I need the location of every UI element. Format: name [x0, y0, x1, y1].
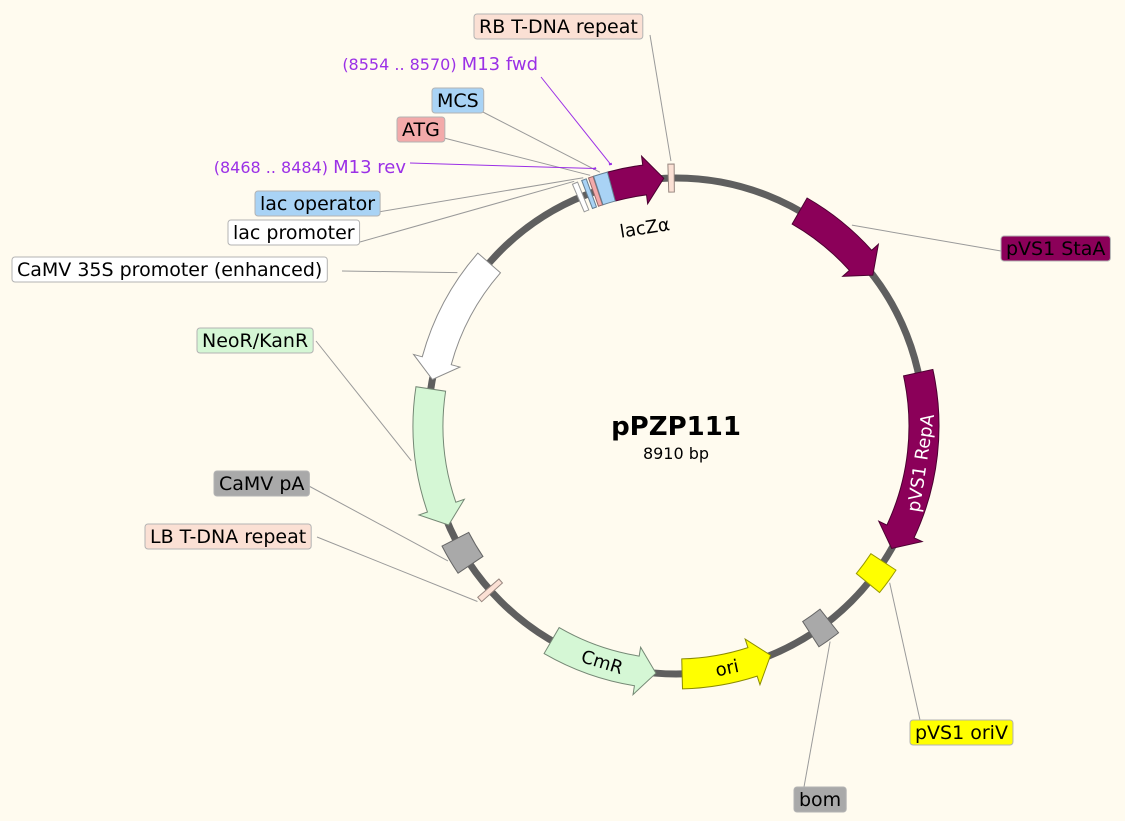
- camv35s-arrow: [412, 252, 502, 381]
- atg-leader: [443, 137, 591, 176]
- rbrepeat-box: [667, 163, 675, 193]
- rbrepeat-leader: [649, 34, 672, 162]
- neor-arrow: [412, 386, 466, 526]
- bom-label-text: bom: [799, 789, 841, 811]
- lacpromoter-box: [571, 181, 590, 213]
- camv35s-label-text: CaMV 35S promoter (enhanced): [17, 259, 322, 281]
- m13rev-primer-mark: [592, 167, 597, 170]
- neor-label: NeoR/KanR: [196, 327, 314, 354]
- lbrepeat-box: [477, 578, 504, 603]
- stata-leader: [851, 224, 1002, 252]
- oriv-label: pVS1 oriV: [909, 719, 1014, 746]
- mcs-leader: [478, 109, 601, 173]
- m13fwd-primer-range: (8554 .. 8570): [342, 55, 461, 74]
- ori-arrow: [681, 637, 772, 690]
- ori-inline-label: ori: [714, 656, 741, 681]
- repa-arrow: [877, 368, 940, 550]
- neor-leader: [315, 340, 412, 462]
- bom-box: [801, 608, 840, 648]
- lbrepeat-leader: [316, 536, 478, 602]
- mcs-box: [592, 171, 616, 206]
- mcs-label-text: MCS: [437, 90, 479, 112]
- atg-label-text: ATG: [402, 119, 440, 141]
- lacoperator-label-box: [254, 190, 381, 217]
- m13fwd-primer-leader: [540, 76, 611, 165]
- atg-label-box: [396, 116, 446, 143]
- leader-lines: [306, 34, 1002, 788]
- camv35s-leader: [341, 270, 458, 274]
- lacoperator-box: [581, 178, 598, 210]
- plasmid-size: 8910 bp: [643, 444, 709, 463]
- camvpa-label-box: [213, 470, 310, 497]
- cmr-arrow: [543, 626, 657, 696]
- camvpa-box: [441, 531, 484, 574]
- stata-label: pVS1 StaA: [1000, 235, 1111, 262]
- camvpa-label-text: CaMV pA: [219, 473, 304, 495]
- lacpromoter-label-box: [227, 219, 361, 246]
- stata-label-box: [1000, 235, 1111, 262]
- lacoperator-label: lac operator: [254, 190, 381, 217]
- camvpa-leader: [306, 484, 449, 562]
- feature-callout-labels: pVS1 StaA pVS1 oriV bom LB T-DNA repeat CaMV…: [11, 13, 1111, 813]
- rbrepeat-label-text: RB T-DNA repeat: [479, 16, 638, 38]
- camv35s-label-box: [11, 256, 328, 283]
- lacz-inline-label: lacZα: [618, 214, 671, 243]
- lacz-arrow: [606, 154, 665, 206]
- bom-leader: [803, 641, 831, 788]
- m13fwd-primer-label: (8554 .. 8570) M13 fwd: [342, 54, 538, 75]
- neor-label-box: [196, 327, 314, 354]
- lacoperator-label-text: lac operator: [260, 193, 375, 215]
- plasmid-center-label: pPZP111 8910 bp: [611, 412, 741, 463]
- mcs-label-box: [431, 87, 485, 114]
- m13rev-primer-label: (8468 .. 8484) M13 rev: [214, 157, 407, 178]
- oriv-box: [855, 552, 897, 594]
- mcs-label: MCS: [431, 87, 485, 114]
- camvpa-label: CaMV pA: [213, 470, 310, 497]
- lacpromoter-label: lac promoter: [227, 219, 361, 246]
- camv35s-label: CaMV 35S promoter (enhanced): [11, 256, 328, 283]
- oriv-label-text: pVS1 oriV: [915, 722, 1008, 744]
- neor-label-text: NeoR/KanR: [202, 330, 308, 352]
- feature-shapes: [412, 154, 940, 696]
- plasmid-name: pPZP111: [611, 412, 741, 442]
- bom-label: bom: [793, 786, 847, 813]
- lbrepeat-label-text: LB T-DNA repeat: [150, 526, 306, 548]
- lacoperator-leader: [377, 177, 584, 213]
- oriv-leader: [889, 582, 921, 721]
- lbrepeat-label: LB T-DNA repeat: [144, 523, 312, 550]
- lbrepeat-label-box: [144, 523, 312, 550]
- m13rev-primer-name: M13 rev: [333, 157, 406, 178]
- lacpromoter-leader: [359, 180, 575, 243]
- oriv-label-box: [909, 719, 1014, 746]
- rbrepeat-label: RB T-DNA repeat: [473, 13, 644, 40]
- m13fwd-primer-mark: [608, 162, 613, 166]
- rbrepeat-label-box: [473, 13, 644, 40]
- stata-arrow: [791, 197, 880, 277]
- lacpromoter-label-text: lac promoter: [233, 222, 355, 244]
- m13rev-primer-range: (8468 .. 8484): [214, 158, 333, 177]
- m13fwd-primer-name: M13 fwd: [462, 54, 538, 75]
- m13rev-primer-leader: [409, 162, 595, 170]
- atg-label: ATG: [396, 116, 446, 143]
- bom-label-box: [793, 786, 847, 813]
- stata-label-text: pVS1 StaA: [1006, 238, 1105, 260]
